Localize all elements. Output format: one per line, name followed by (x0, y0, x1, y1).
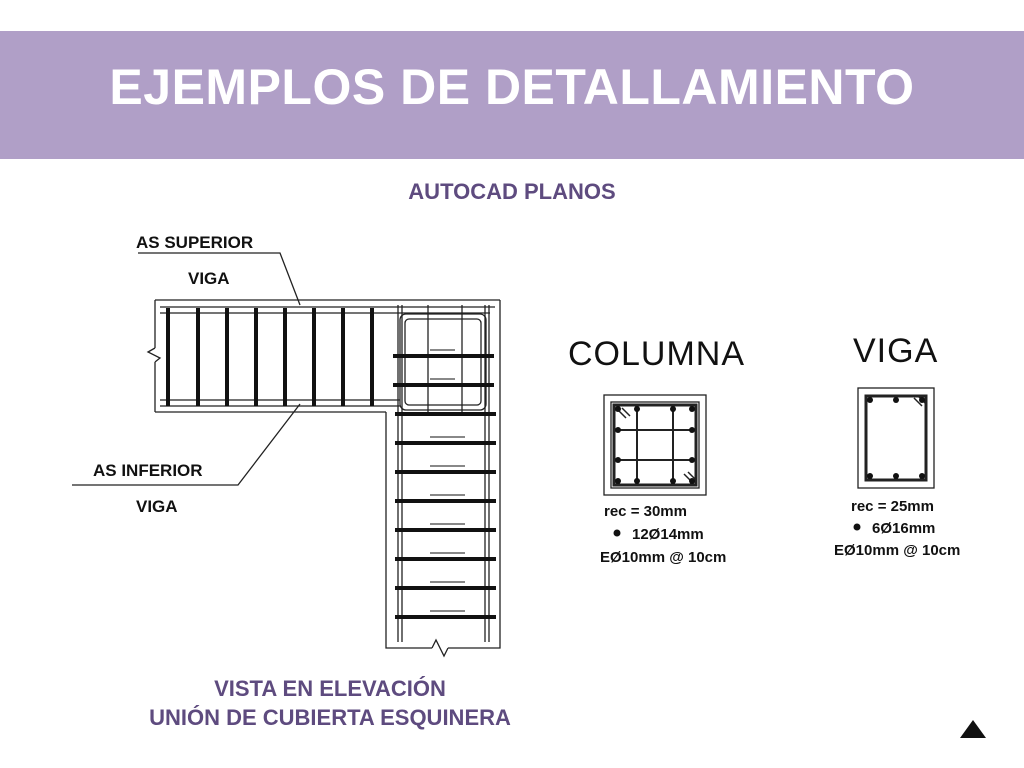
slide-title: EJEMPLOS DE DETALLAMIENTO (109, 59, 915, 115)
beam-rec: rec = 25mm (851, 498, 934, 515)
column-stirrup-marks (430, 349, 465, 612)
joint-hoop (399, 313, 487, 411)
column-outline (385, 300, 501, 658)
leader-inferior (72, 403, 301, 486)
column-stirrups-spec: EØ10mm @ 10cm (600, 549, 727, 566)
beam-stirrups-spec: EØ10mm @ 10cm (834, 542, 961, 559)
leader-superior (138, 252, 301, 306)
triangle-up-icon[interactable] (960, 720, 986, 738)
beam-bars-bullet (853, 523, 861, 531)
label-viga-top: VIGA (188, 269, 230, 288)
column-cross-section (603, 394, 707, 496)
beam-bars-spec: 6Ø16mm (872, 520, 936, 537)
column-rec: rec = 30mm (604, 503, 687, 520)
title-banner (0, 31, 1024, 159)
label-as-inferior: AS INFERIOR (93, 461, 203, 480)
beam-bars (867, 397, 925, 479)
label-viga-bottom: VIGA (136, 497, 178, 516)
beam-section-title: VIGA (853, 332, 939, 370)
caption-vista: VISTA EN ELEVACIÓN (214, 676, 446, 701)
slide-subtitle: AUTOCAD PLANOS (408, 179, 616, 204)
beam-stirrups (166, 308, 374, 406)
column-stirrups (393, 354, 496, 619)
column-bars-spec: 12Ø14mm (632, 526, 704, 543)
caption-union: UNIÓN DE CUBIERTA ESQUINERA (149, 705, 511, 730)
joint-hoop-inner (404, 318, 482, 406)
column-bars (615, 406, 695, 484)
beam-outline (146, 299, 500, 413)
column-bars-bullet (613, 529, 621, 537)
label-as-superior: AS SUPERIOR (136, 233, 254, 252)
beam-cross-section (857, 387, 935, 489)
column-section-title: COLUMNA (568, 335, 746, 373)
